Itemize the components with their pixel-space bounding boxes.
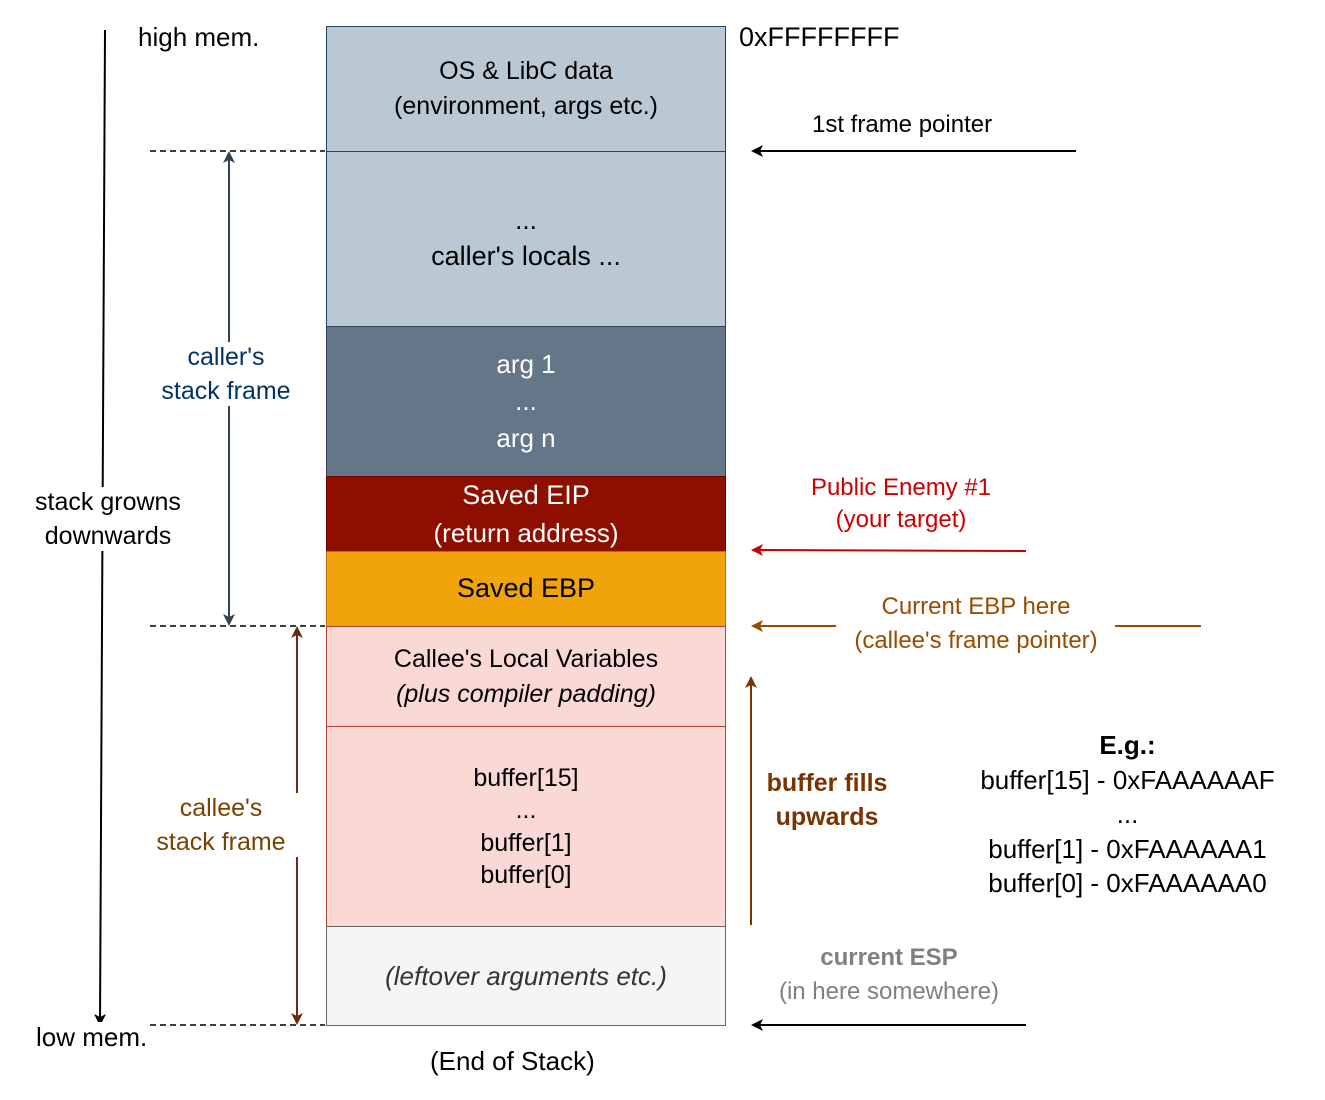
block-args-line2: ...	[515, 386, 537, 417]
public-enemy-label: Public Enemy #1 (your target)	[780, 474, 1022, 535]
block-saved-eip-line1: Saved EIP	[462, 479, 590, 510]
stack-grows-label: stack growns downwards	[10, 487, 206, 551]
public-enemy-arrow	[751, 544, 1027, 557]
block-leftover: (leftover arguments etc.)	[326, 926, 726, 1026]
first-frame-pointer-label: 1st frame pointer	[812, 111, 993, 138]
example-line3: buffer[1] - 0xFAAAAAA1	[988, 833, 1267, 864]
block-caller-locals-line2: caller's locals ...	[431, 241, 621, 272]
block-os-libc-line1: OS & LibC data	[439, 57, 613, 85]
block-saved-ebp: Saved EBP	[326, 551, 726, 627]
buffer-fills-line2: upwards	[775, 803, 879, 831]
block-callee-locals-line1: Callee's Local Variables	[393, 644, 659, 673]
current-ebp-label: Current EBP here (callee's frame pointer…	[836, 593, 1116, 656]
block-os-libc-line2: (environment, args etc.)	[394, 92, 658, 120]
buffer-fills-line1: buffer fills	[766, 769, 888, 797]
public-enemy-line1: Public Enemy #1	[810, 474, 992, 501]
caller-frame-line1: caller's	[187, 343, 265, 371]
block-buffer-line2: ...	[515, 796, 537, 824]
caller-frame-line2: stack frame	[161, 377, 291, 405]
callee-frame-line2: stack frame	[156, 828, 286, 856]
example-line4: buffer[0] - 0xFAAAAAA0	[988, 868, 1267, 899]
low-mem-label: low mem.	[36, 1022, 148, 1054]
block-callee-locals-line2: (plus compiler padding)	[396, 679, 656, 708]
block-args: arg 1 ... arg n	[326, 326, 726, 477]
high-mem-label: high mem.	[138, 22, 260, 52]
block-caller-locals-line1: ...	[515, 204, 537, 235]
example-line2: ...	[1116, 799, 1139, 830]
block-buffer-line1: buffer[15]	[473, 763, 579, 792]
block-buffer-line3: buffer[1]	[480, 828, 572, 857]
block-saved-eip-line2: (return address)	[433, 517, 619, 548]
callee-frame-label: callee's stack frame	[144, 793, 298, 857]
block-callee-locals: Callee's Local Variables (plus compiler …	[326, 626, 726, 727]
current-esp-line2: (in here somewhere)	[778, 977, 1000, 1005]
block-args-line1: arg 1	[496, 349, 556, 380]
buffer-fills-label: buffer fills upwards	[752, 768, 902, 832]
block-saved-eip: Saved EIP (return address)	[326, 476, 726, 552]
block-os-libc-data: OS & LibC data (environment, args etc.)	[326, 26, 726, 152]
callee-frame-line1: callee's	[179, 794, 263, 822]
current-esp-label: current ESP (in here somewhere)	[754, 944, 1024, 1007]
example-title: E.g.:	[1099, 730, 1156, 760]
block-buffer: buffer[15] ... buffer[1] buffer[0]	[326, 726, 726, 927]
example-addresses: E.g.: buffer[15] - 0xFAAAAAAF ... buffer…	[945, 728, 1310, 901]
block-saved-ebp-line1: Saved EBP	[456, 573, 596, 604]
example-line1: buffer[15] - 0xFAAAAAAF	[980, 764, 1275, 795]
current-ebp-line2: (callee's frame pointer)	[854, 626, 1098, 654]
caller-frame-label: caller's stack frame	[146, 342, 306, 406]
block-leftover-line1: (leftover arguments etc.)	[385, 960, 667, 991]
end-of-stack-label: (End of Stack)	[430, 1046, 595, 1076]
stack-grows-line1: stack growns	[35, 488, 181, 516]
block-caller-locals: ... caller's locals ...	[326, 151, 726, 327]
address-top-label: 0xFFFFFFFF	[739, 22, 900, 52]
block-args-line3: arg n	[496, 422, 556, 453]
block-buffer-line4: buffer[0]	[480, 861, 572, 889]
public-enemy-line2: (your target)	[835, 505, 967, 533]
current-esp-line1: current ESP	[820, 944, 958, 971]
stack-grows-line2: downwards	[44, 522, 172, 550]
current-ebp-line1: Current EBP here	[881, 593, 1071, 620]
